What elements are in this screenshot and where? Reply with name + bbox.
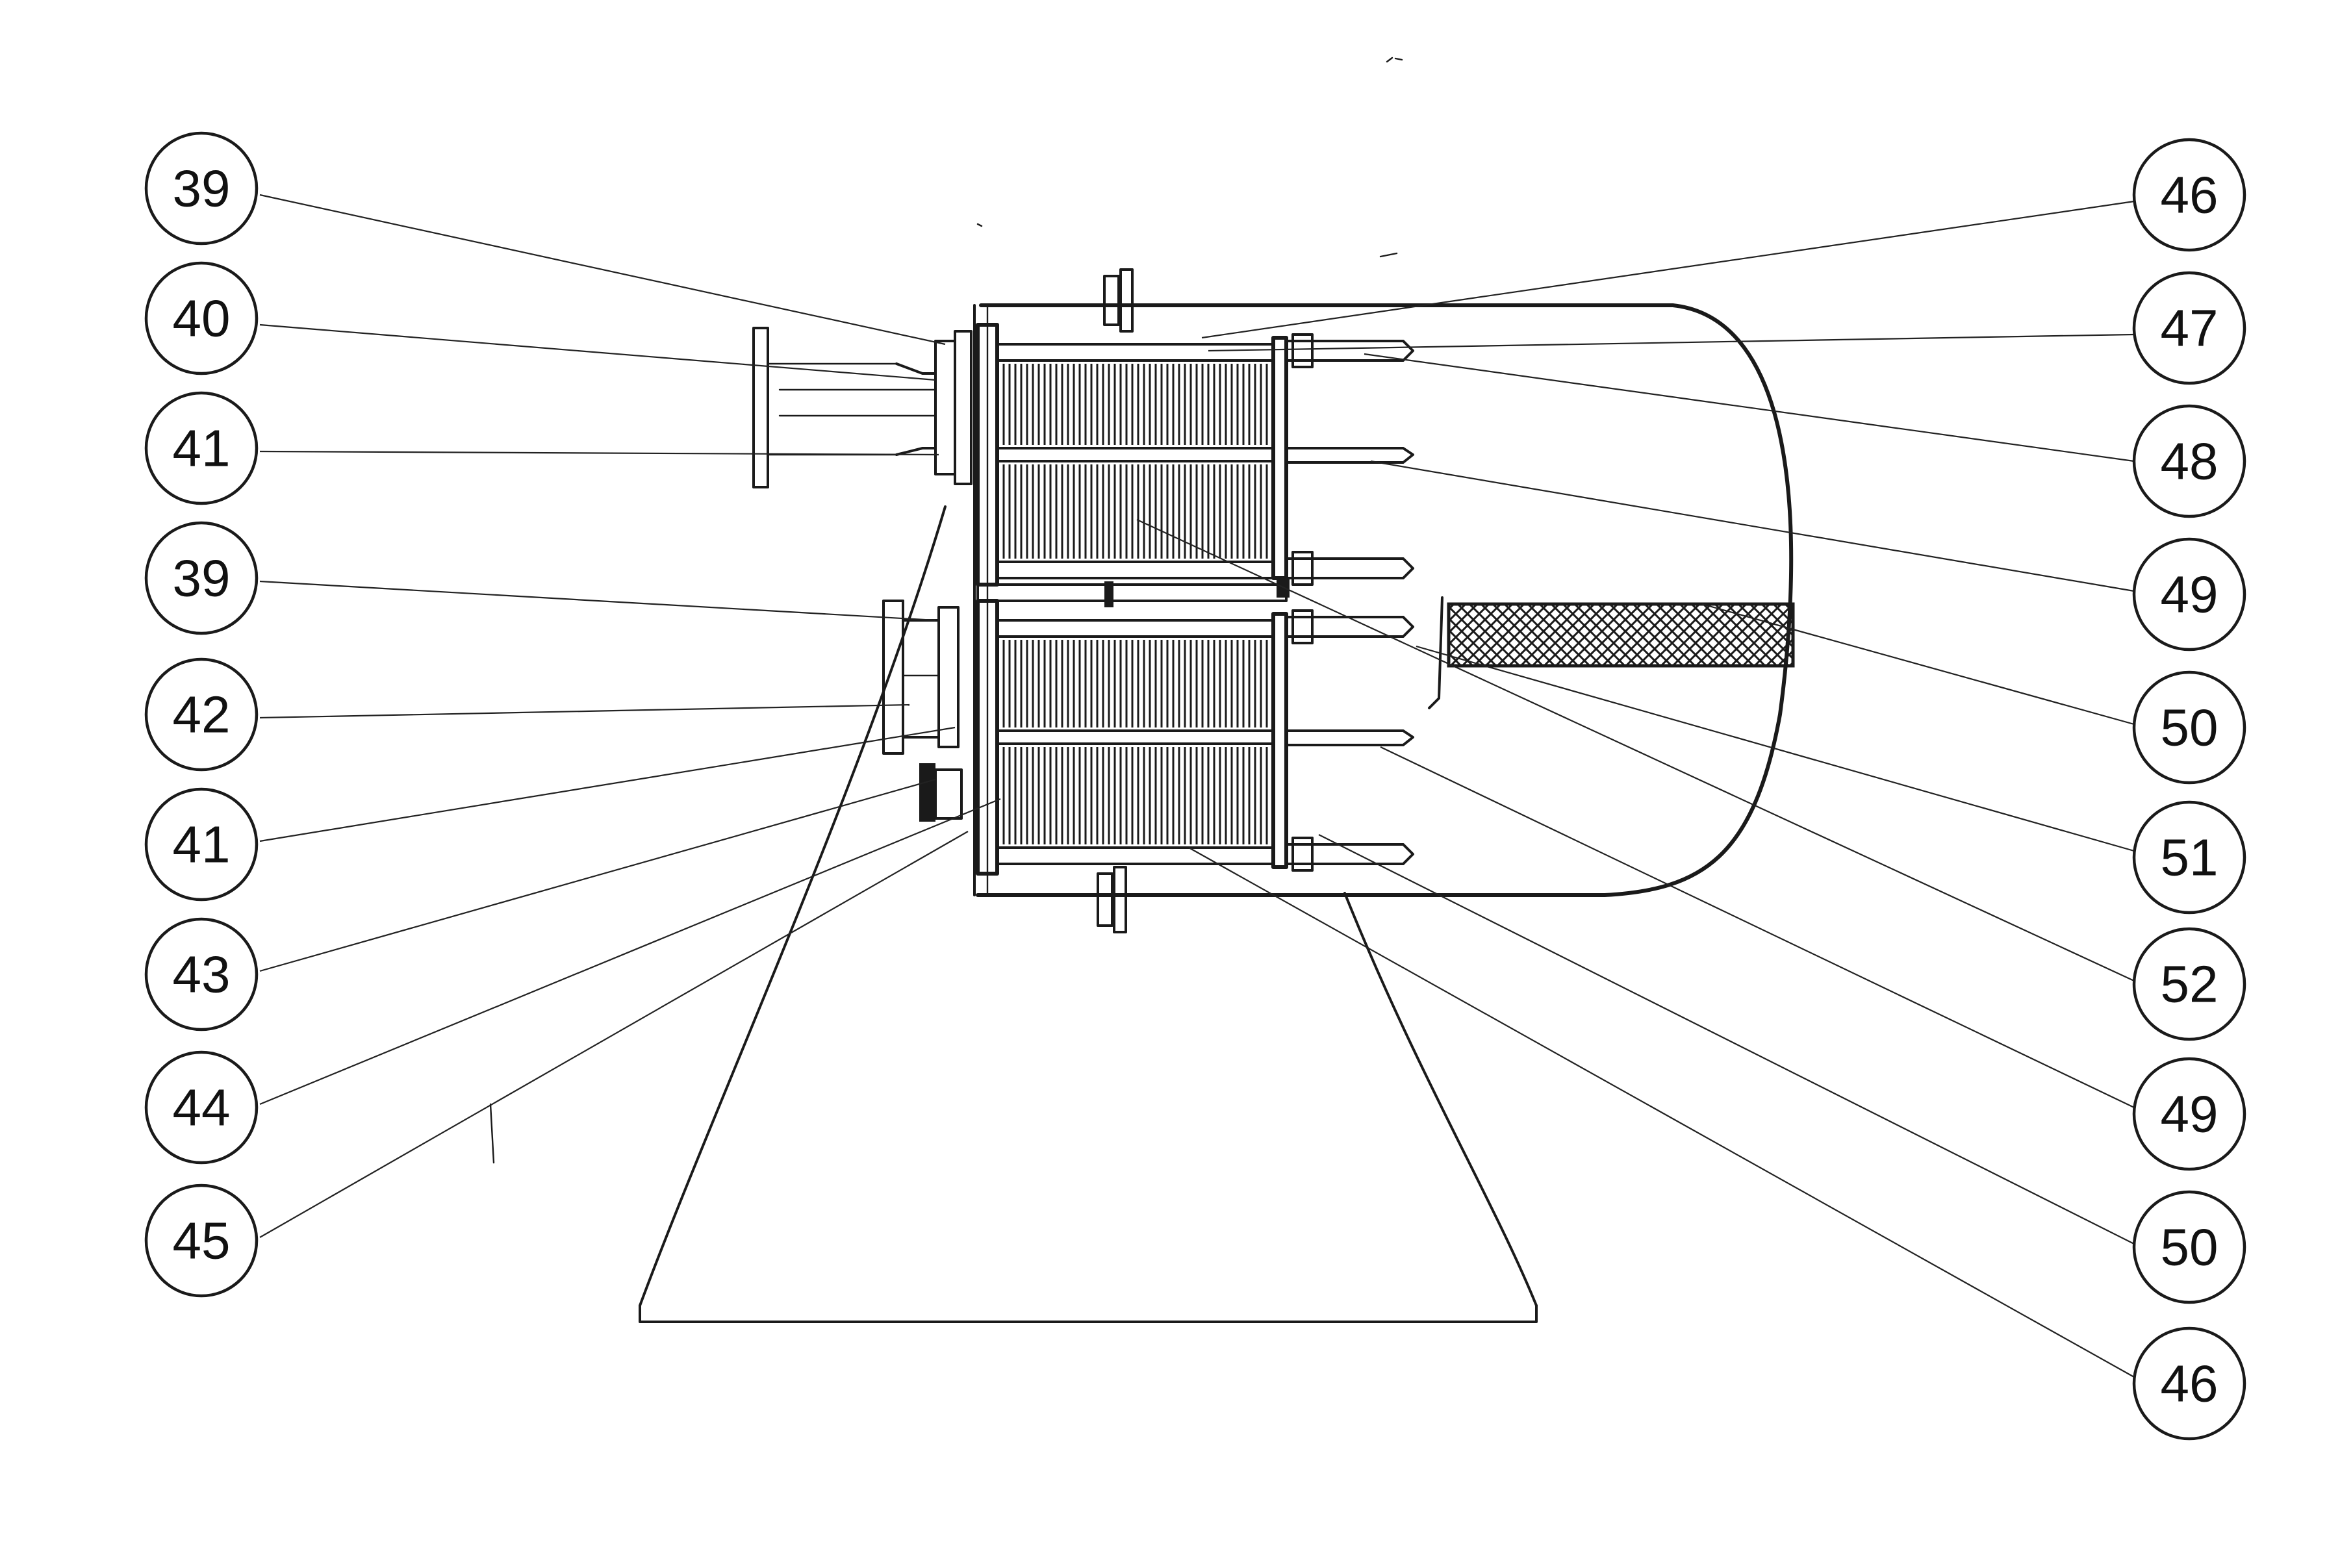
callouts-right: 46 47 48 49 50 51 52 49 [2132, 138, 2246, 1441]
insulated-pipe [1428, 596, 1795, 709]
svg-text:41: 41 [173, 420, 231, 477]
scan-specks [489, 57, 1403, 1164]
tie-bolts [1285, 333, 1414, 872]
svg-text:47: 47 [2161, 299, 2219, 357]
callout-47: 47 [2132, 271, 2246, 385]
callout-43: 43 [144, 917, 259, 1031]
middle-separator [976, 578, 1290, 607]
svg-text:50: 50 [2161, 699, 2219, 757]
svg-text:39: 39 [173, 160, 231, 218]
svg-text:42: 42 [173, 686, 231, 744]
svg-text:46: 46 [2161, 1355, 2219, 1413]
callouts-left: 39 40 41 39 42 41 43 44 [144, 131, 259, 1298]
svg-text:39: 39 [173, 550, 231, 607]
svg-text:41: 41 [173, 816, 231, 874]
svg-text:48: 48 [2161, 433, 2219, 490]
svg-text:49: 49 [2161, 1085, 2219, 1143]
callout-50-upper: 50 [2132, 670, 2246, 785]
upper-plate-pack [976, 323, 1288, 587]
callout-49-lower: 49 [2132, 1057, 2246, 1171]
upper-plate-fins-a [1002, 364, 1268, 445]
upper-nozzle [752, 327, 973, 488]
lower-plate-fins-b [1002, 747, 1268, 844]
lower-plate-fins-a [1002, 640, 1268, 727]
callout-42: 42 [144, 657, 259, 772]
upper-plate-fins-b [1002, 464, 1268, 559]
svg-text:44: 44 [173, 1079, 231, 1137]
svg-text:46: 46 [2161, 166, 2219, 224]
callout-48: 48 [2132, 404, 2246, 518]
callout-51: 51 [2132, 800, 2246, 915]
callout-52: 52 [2132, 927, 2246, 1041]
svg-text:51: 51 [2161, 829, 2219, 887]
svg-text:43: 43 [173, 946, 231, 1004]
svg-text:45: 45 [173, 1212, 231, 1270]
callout-41-lower: 41 [144, 787, 259, 902]
callout-40: 40 [144, 261, 259, 375]
callout-44: 44 [144, 1050, 259, 1165]
lower-plate-pack [976, 599, 1288, 876]
svg-text:49: 49 [2161, 566, 2219, 624]
bottom-lug [1090, 866, 1138, 933]
callout-49-upper: 49 [2132, 537, 2246, 651]
callout-46-lower: 46 [2132, 1326, 2246, 1441]
callout-50-lower: 50 [2132, 1190, 2246, 1304]
callout-39-upper: 39 [144, 131, 259, 246]
callout-46-upper: 46 [2132, 138, 2246, 252]
drain-fitting [919, 763, 963, 822]
svg-text:40: 40 [173, 290, 231, 348]
svg-text:50: 50 [2161, 1219, 2219, 1276]
callout-39-lower: 39 [144, 521, 259, 635]
leader-lines [259, 194, 2135, 1378]
svg-text:52: 52 [2161, 955, 2219, 1013]
callout-45: 45 [144, 1183, 259, 1298]
lower-nozzle [882, 600, 960, 755]
top-lug [1097, 268, 1145, 333]
support-stand [639, 505, 1538, 1323]
callout-41-upper: 41 [144, 391, 259, 505]
